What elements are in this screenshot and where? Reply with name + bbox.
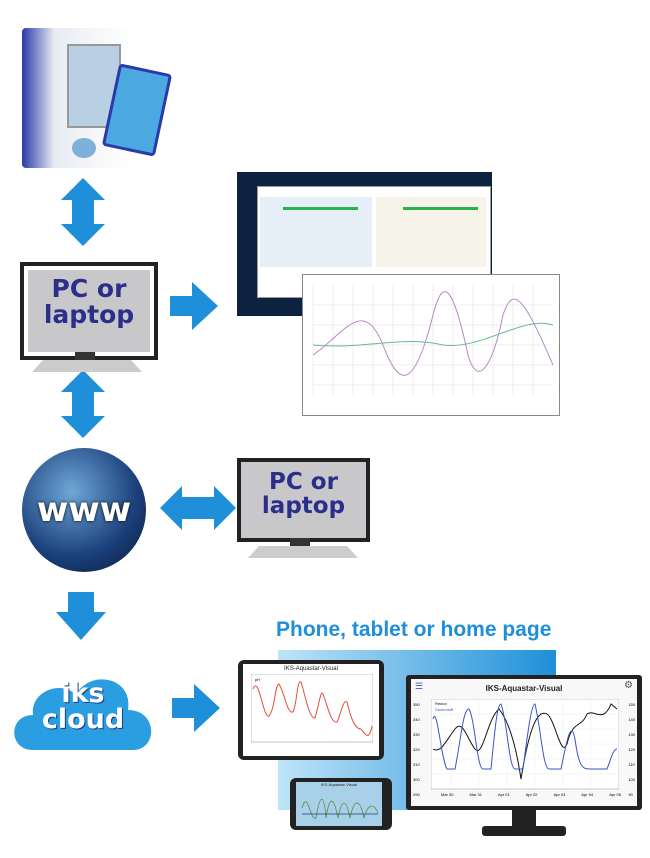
x-tick: Apr 02	[525, 792, 538, 797]
arrow-pc-www	[61, 370, 105, 438]
y-left-tick: 340	[413, 717, 420, 722]
pc2-label-line1: PC or	[269, 469, 338, 495]
y-right-tick: 100	[628, 777, 635, 782]
legend-sauerstoff: Sauerstoff	[435, 707, 454, 712]
phone: IKS-Aquastar-Visual	[290, 778, 392, 830]
monitor: ☰ ⚙ IKS-Aquastar-Visual Redox Sauerstoff…	[406, 675, 642, 810]
y-left-tick: 310	[413, 762, 420, 767]
arrow-cloud-devices	[172, 684, 220, 732]
y-right-tick: 90	[628, 792, 633, 797]
controller-device	[22, 28, 173, 176]
x-tick: Mar 31	[469, 792, 482, 797]
cloud-label-line2: cloud	[41, 703, 125, 735]
tablet-legend: pH	[255, 677, 261, 682]
pc-label-line1: PC or	[51, 274, 127, 303]
iks-cloud: iks cloud	[8, 665, 158, 755]
arrow-www-pc	[160, 486, 236, 530]
arrow-device-pc	[61, 178, 105, 246]
x-tick: Apr 03	[553, 792, 566, 797]
arrow-www-cloud	[56, 592, 106, 640]
menu-icon[interactable]: ☰	[415, 681, 424, 691]
monitor-chart	[431, 699, 619, 790]
y-right-tick: 140	[628, 717, 635, 722]
monitor-title: IKS-Aquastar-Visual	[485, 684, 563, 693]
y-left-tick: 350	[413, 702, 420, 707]
monitor-stand	[482, 826, 566, 836]
legend-redox: Redox	[435, 701, 447, 706]
headline: Phone, tablet or home page	[276, 618, 552, 641]
y-right-tick: 150	[628, 702, 635, 707]
pc-monitor-1: PC or laptop	[20, 262, 158, 360]
pc-monitor-2: PC or laptop	[237, 458, 370, 542]
y-right-tick: 120	[628, 747, 635, 752]
tablet: IKS-Aquastar-Visual pH	[238, 660, 384, 760]
phone-title: IKS-Aquastar-Visual	[321, 782, 357, 787]
history-chart-window	[302, 274, 560, 416]
pc-label-line2: laptop	[43, 300, 135, 330]
x-tick: Apr 04	[581, 792, 594, 797]
y-left-tick: 320	[413, 747, 420, 752]
y-left-tick: 300	[413, 777, 420, 782]
y-left-tick: 330	[413, 732, 420, 737]
x-tick: Apr 05	[609, 792, 621, 797]
www-label: www	[36, 490, 132, 530]
y-right-tick: 130	[628, 732, 635, 737]
y-left-tick: 290	[413, 792, 420, 797]
keyboard	[32, 360, 142, 372]
tablet-title: IKS-Aquastar-Visual	[284, 666, 338, 672]
arrow-pc-screens	[170, 282, 218, 330]
y-right-tick: 110	[628, 762, 635, 767]
tablet-ph-chart	[251, 674, 373, 743]
cloud-label-line1: iks	[61, 678, 105, 709]
x-tick: Apr 01	[497, 792, 510, 797]
globe-www: www	[22, 448, 146, 572]
pc2-label-line2: laptop	[261, 493, 346, 520]
x-tick: Mar 30	[441, 792, 454, 797]
gear-icon[interactable]: ⚙	[624, 680, 633, 691]
